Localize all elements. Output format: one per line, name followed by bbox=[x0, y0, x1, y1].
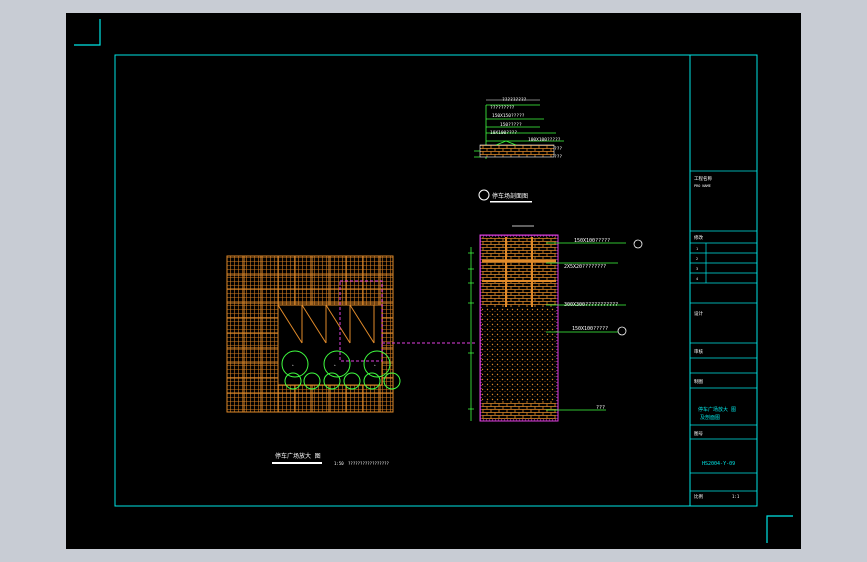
section-label-5: ??? bbox=[596, 405, 605, 411]
corner-mark-top-left bbox=[74, 19, 101, 46]
plan-title-underline bbox=[272, 462, 322, 464]
title-block bbox=[689, 54, 758, 507]
drawing-title-1: 停车广场放大 图 bbox=[698, 406, 736, 413]
parking-section: 150X100????? 2X5X20???????? 300X300?????… bbox=[468, 225, 643, 422]
drawing-viewport[interactable]: + + + 停车广场放大 图 1:50 ????????????????? ????… bbox=[66, 13, 801, 549]
detail-bottom-label-1: ??? bbox=[554, 146, 562, 152]
revision-row-2: 2 bbox=[696, 257, 698, 261]
section-label-1: 150X100????? bbox=[574, 238, 610, 244]
plan-title: 停车广场放大 图 bbox=[275, 452, 321, 460]
detail-dim-5: 100X100????? bbox=[528, 137, 561, 143]
parking-plan: + + + bbox=[226, 255, 476, 413]
cad-drawing: + + + 停车广场放大 图 1:50 ????????????????? ????… bbox=[74, 19, 793, 543]
detail-dim-4: 150????? bbox=[500, 122, 522, 128]
detail-dim-6: 10X100???? bbox=[490, 130, 517, 136]
plan-note: ????????????????? bbox=[348, 461, 390, 466]
section-title-underline bbox=[490, 201, 532, 203]
drawing-title-2: 及剖面图 bbox=[700, 414, 720, 421]
top-detail: ????????? ????????? 150X150????? 150????… bbox=[474, 97, 564, 160]
design-label: 设计 bbox=[694, 310, 703, 317]
project-label: 工程名称 bbox=[694, 175, 712, 182]
plan-scale: 1:50 bbox=[334, 461, 344, 466]
revision-row-3: 3 bbox=[696, 267, 698, 271]
revision-row-4: 4 bbox=[696, 277, 698, 281]
detail-dim-3: 150X150????? bbox=[492, 113, 525, 119]
detail-dim-1: ????????? bbox=[502, 97, 527, 103]
drawing-number-label: 图号 bbox=[694, 431, 703, 437]
section-label-3: 300X300??????????? bbox=[564, 302, 618, 308]
revision-label: 修改 bbox=[694, 234, 703, 241]
scale-label: 比例 bbox=[694, 493, 703, 500]
drawing-number: HS2004-Y-09 bbox=[702, 461, 735, 467]
svg-text:+: + bbox=[334, 363, 336, 367]
title-block-content bbox=[690, 170, 757, 492]
detail-dim-2: ????????? bbox=[490, 105, 515, 111]
scale-value: 1:1 bbox=[732, 494, 740, 499]
section-label-2: 2X5X20???????? bbox=[564, 264, 606, 270]
section-title: 停车场剖面图 bbox=[492, 192, 528, 200]
svg-text:+: + bbox=[292, 363, 294, 367]
svg-text:+: + bbox=[374, 363, 376, 367]
section-title-marker bbox=[478, 189, 490, 201]
drawn-label: 制图 bbox=[694, 378, 703, 385]
revision-row-1: 1 bbox=[696, 247, 698, 251]
section-label-4: 150X100????? bbox=[572, 326, 608, 332]
drawing-border bbox=[114, 54, 758, 507]
check-label: 审核 bbox=[694, 348, 703, 355]
project-sub: PRO NAME bbox=[694, 184, 711, 188]
corner-mark-bottom-right bbox=[766, 515, 793, 543]
detail-bottom-label-2: ??? bbox=[554, 154, 562, 160]
